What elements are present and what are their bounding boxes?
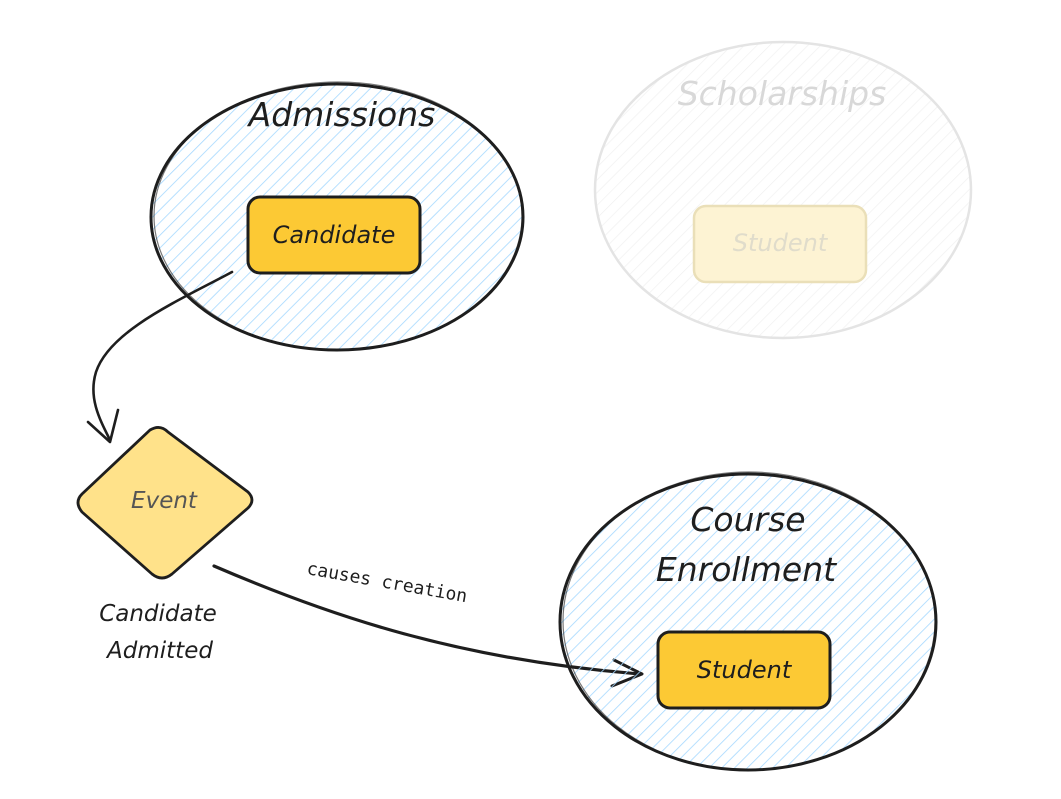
scholarships-student-box — [692, 204, 868, 284]
admissions-ellipse-sketch — [153, 81, 523, 351]
enrollment-student-entity[interactable]: Student — [656, 630, 832, 710]
admissions-title: Admissions — [247, 95, 436, 134]
scholarships-context[interactable]: Scholarships Student — [593, 40, 973, 340]
event-label: Event — [131, 488, 198, 514]
candidate-to-event-arrowhead — [86, 408, 120, 444]
candidate-label: Candidate — [273, 221, 396, 249]
event-node[interactable]: Event — [76, 426, 254, 580]
scholarships-ellipse — [593, 40, 973, 340]
admissions-context[interactable]: Admissions Candidate — [149, 81, 525, 352]
candidate-entity[interactable]: Candidate — [246, 195, 422, 275]
event-diamond — [76, 426, 254, 580]
course-enrollment-ellipse-sketch — [562, 471, 936, 771]
scholarships-title: Scholarships — [678, 74, 887, 113]
scholarships-student-entity[interactable]: Student — [692, 204, 868, 284]
course-enrollment-title-line1: Course — [690, 500, 805, 539]
candidate-box — [246, 195, 422, 275]
enrollment-student-box — [656, 630, 832, 710]
causes-creation-label: causes creation — [305, 558, 469, 607]
candidate-to-event-line — [92, 270, 234, 442]
course-enrollment-title-line2: Enrollment — [656, 550, 837, 589]
course-enrollment-context[interactable]: Course Enrollment Student — [558, 471, 938, 772]
event-caption-line1: Candidate — [99, 601, 217, 627]
enrollment-student-label: Student — [697, 656, 793, 684]
scholarships-student-label: Student — [733, 229, 829, 257]
event-caption-line2: Admitted — [105, 638, 213, 664]
candidate-to-event-arrow — [86, 270, 234, 444]
